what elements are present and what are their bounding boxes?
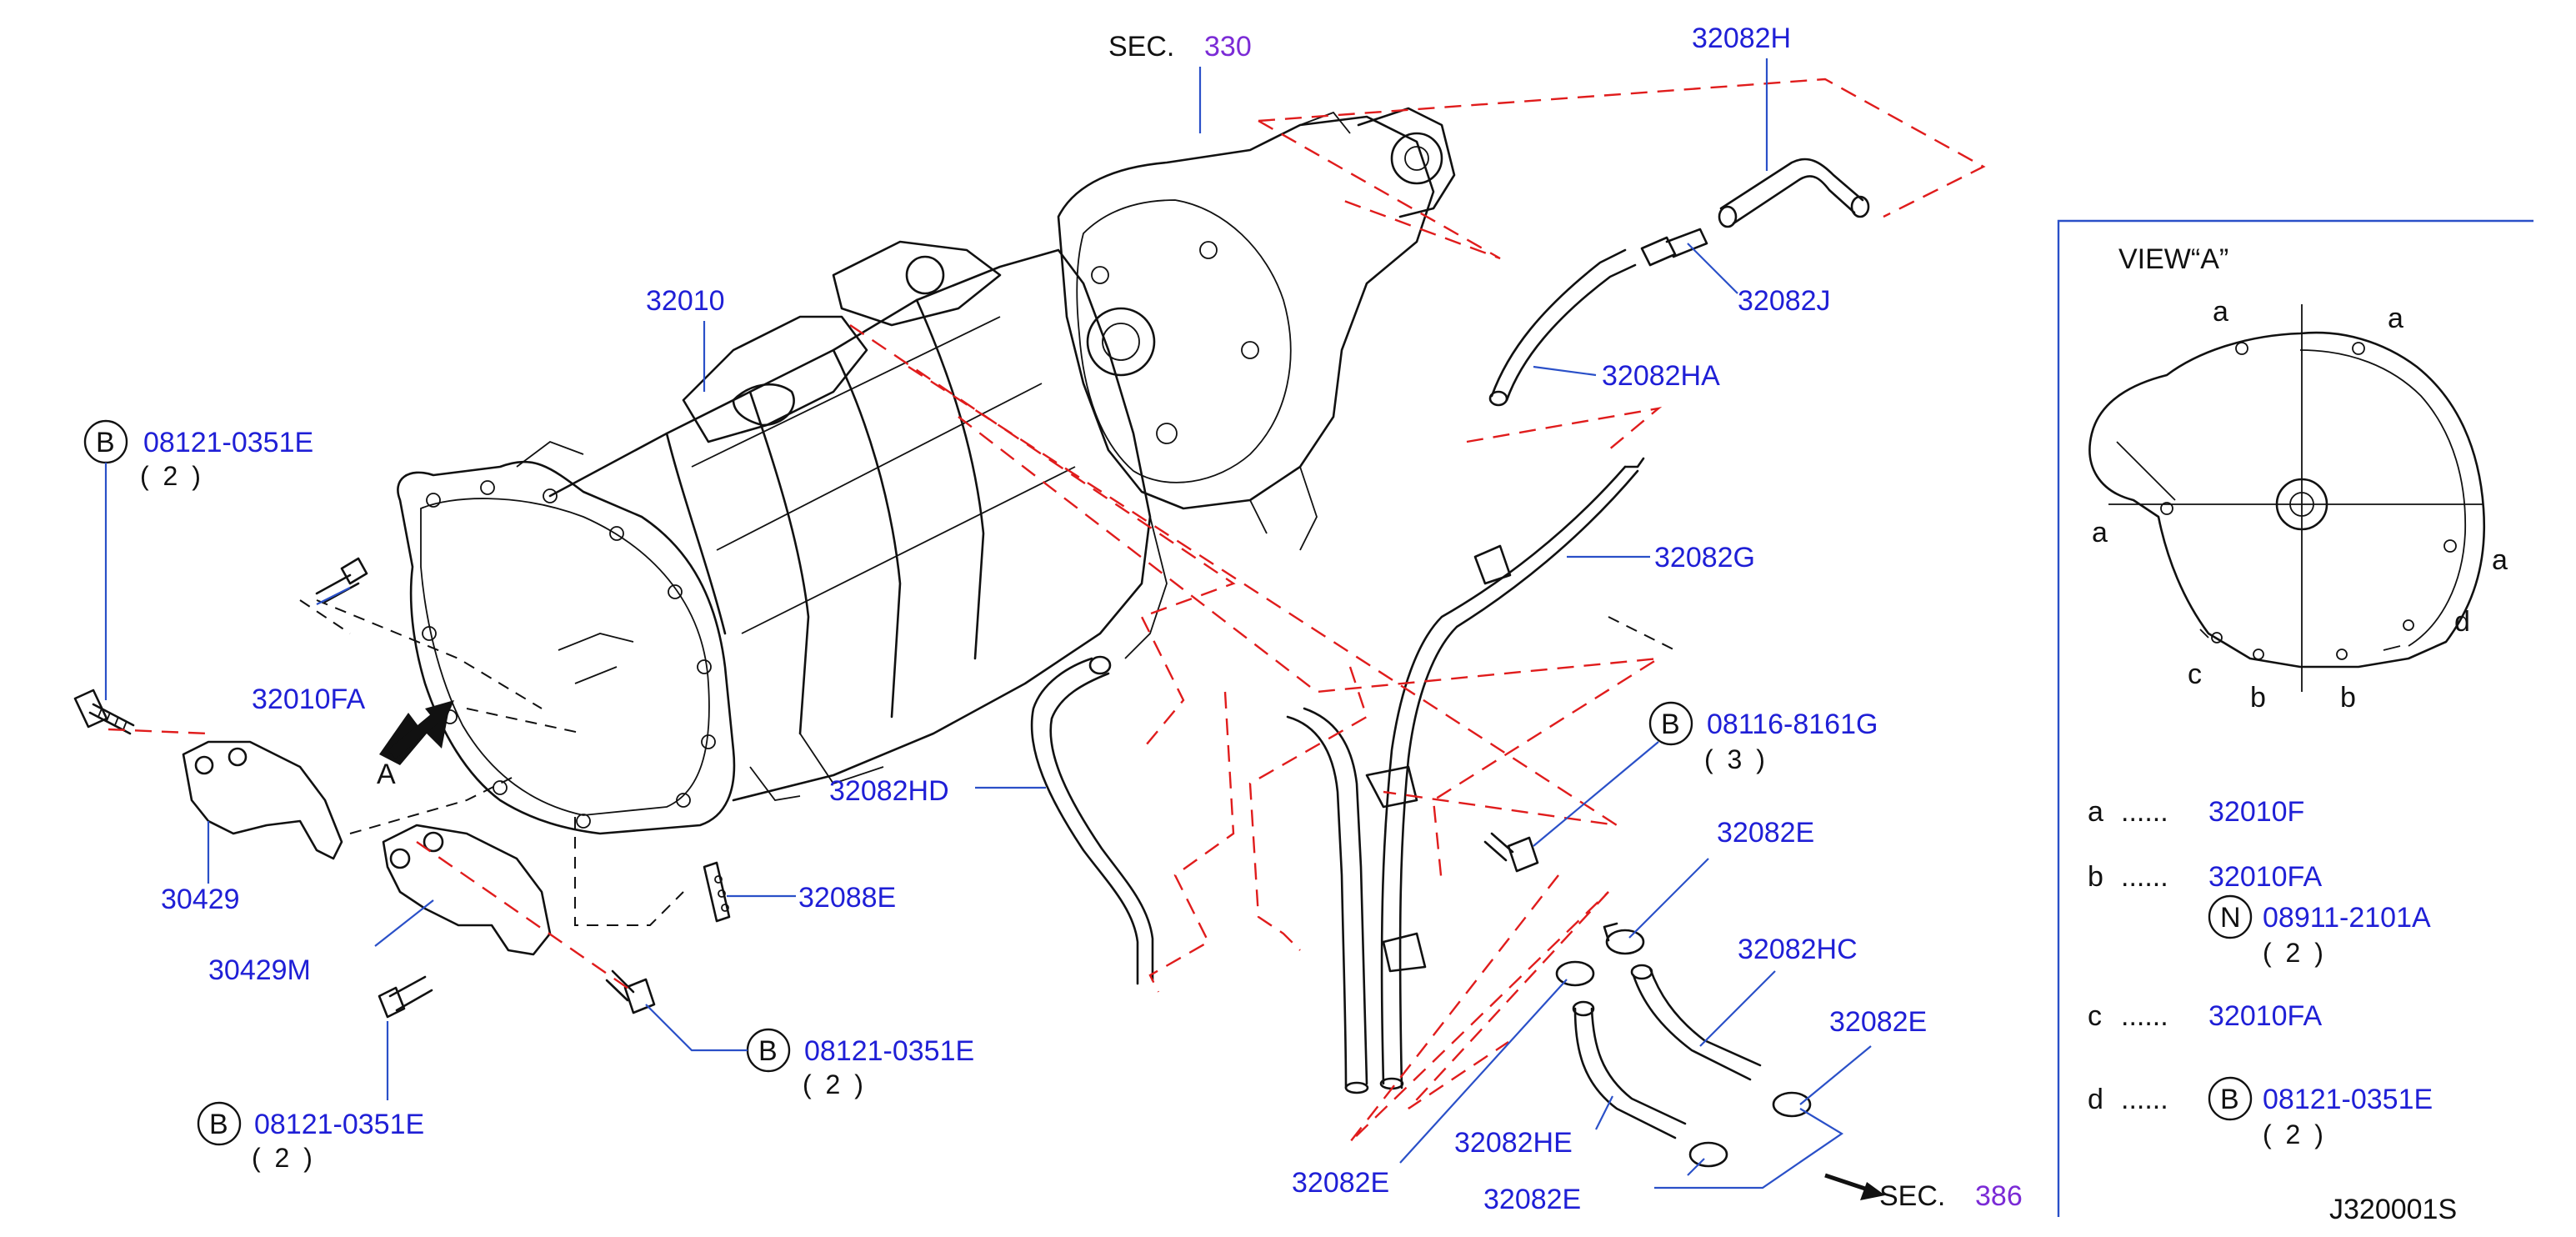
diagram-code: J320001S xyxy=(2329,1194,2457,1225)
label-32082ha[interactable]: 32082HA xyxy=(1602,360,1720,392)
legend-c-key: c xyxy=(2088,1000,2102,1032)
bolt-mid-drawing xyxy=(605,969,656,1014)
label-32082hd[interactable]: 32082HD xyxy=(829,775,949,807)
bolt-3-qty: ( 2 ) xyxy=(803,1069,867,1099)
section-ref-top: SEC. 330 xyxy=(1108,31,1252,133)
bolt-3-code[interactable]: 08121-0351E xyxy=(804,1035,974,1067)
pipe-32082g-drawing xyxy=(1380,457,1645,1089)
transmission-assembly-drawing xyxy=(397,107,1456,835)
legend-a-dots: ...... xyxy=(2121,796,2168,828)
view-a-point-b1: b xyxy=(2250,682,2266,714)
legend-b-part[interactable]: 32010FA xyxy=(2208,861,2322,893)
legend-b-dots: ...... xyxy=(2121,861,2168,893)
bolt-left-drawing xyxy=(73,689,135,735)
connector-32082j-drawing xyxy=(1640,228,1708,267)
section-top-number: 330 xyxy=(1204,31,1252,63)
pipe-lower-drawing xyxy=(1286,707,1427,1094)
bolt-callout-4: B 08121-0351E ( 2 ) xyxy=(197,1021,424,1173)
view-a-point-a3: a xyxy=(2092,517,2108,548)
bolt-2-code[interactable]: 08116-8161G xyxy=(1707,709,1878,740)
view-a-title: VIEW“A” xyxy=(2118,243,2228,275)
clamps-32082e-drawing xyxy=(1555,922,1812,1168)
view-a-point-c: c xyxy=(2188,659,2202,690)
dashed-link-lines xyxy=(108,78,1986,1143)
legend-a-key: a xyxy=(2088,796,2103,828)
view-a-panel: VIEW“A” a a a a c b b d a . xyxy=(2057,219,2533,1225)
bolt-lower-drawing xyxy=(378,975,433,1019)
label-32082g[interactable]: 32082G xyxy=(1654,542,1755,573)
legend-b-symbol: N xyxy=(2220,902,2241,934)
bolt-upper-drawing xyxy=(315,557,368,603)
view-a-housing-drawing xyxy=(2088,304,2485,692)
label-32082he[interactable]: 32082HE xyxy=(1454,1127,1573,1159)
label-32082e-1[interactable]: 32082E xyxy=(1717,817,1814,849)
label-30429m[interactable]: 30429M xyxy=(208,954,311,986)
legend-d-dots: ...... xyxy=(2121,1084,2168,1115)
bolt-right-drawing xyxy=(1483,832,1539,873)
hose-32082hc-drawing xyxy=(1630,964,1762,1081)
clip-32088e-drawing xyxy=(703,861,731,923)
section-top-label: SEC. xyxy=(1108,31,1174,63)
label-32088e[interactable]: 32088E xyxy=(798,882,896,914)
view-a-point-a2: a xyxy=(2388,303,2403,334)
bolt-4-code[interactable]: 08121-0351E xyxy=(254,1109,424,1140)
hose-32082hd-drawing xyxy=(1030,655,1154,985)
label-30429[interactable]: 30429 xyxy=(161,884,240,915)
view-a-arrow: A xyxy=(377,700,454,790)
view-a-point-d: d xyxy=(2454,606,2470,638)
bracket-30429m-drawing xyxy=(382,824,552,956)
section-bottom-number: 386 xyxy=(1975,1180,2023,1212)
bolt-4-qty: ( 2 ) xyxy=(252,1143,316,1173)
legend-b-code[interactable]: 08911-2101A xyxy=(2263,902,2431,934)
bolt-callout-1: B 08121-0351E ( 2 ) xyxy=(83,419,313,700)
hose-32082he-drawing xyxy=(1572,1000,1687,1139)
label-32082e-4[interactable]: 32082E xyxy=(1483,1184,1581,1215)
legend-d-qty: ( 2 ) xyxy=(2263,1119,2327,1149)
label-32082j[interactable]: 32082J xyxy=(1738,285,1831,317)
label-32082h[interactable]: 32082H xyxy=(1692,23,1791,54)
section-ref-bottom: SEC. 386 xyxy=(1824,1173,2023,1212)
bolt-callout-3: B 08121-0351E ( 2 ) xyxy=(645,1004,974,1099)
legend-c-part[interactable]: 32010FA xyxy=(2208,1000,2322,1032)
label-32082hc[interactable]: 32082HC xyxy=(1738,934,1858,965)
view-a-point-a1: a xyxy=(2213,296,2228,328)
hose-32082h-drawing xyxy=(1718,158,1870,228)
legend-b-qty: ( 2 ) xyxy=(2263,938,2327,968)
label-32082e-3[interactable]: 32082E xyxy=(1292,1167,1389,1199)
bolt-1-code[interactable]: 08121-0351E xyxy=(143,427,313,458)
label-32010fa[interactable]: 32010FA xyxy=(252,684,365,715)
bolt-4-symbol: B xyxy=(209,1109,228,1140)
section-bottom-label: SEC. xyxy=(1879,1180,1945,1212)
part-labels: 32010 32082H 32082J 32082HA 32082G 32010… xyxy=(161,23,1927,1215)
bracket-30429-drawing xyxy=(182,740,343,860)
legend-c-dots: ...... xyxy=(2121,1000,2168,1032)
label-32010[interactable]: 32010 xyxy=(646,285,725,317)
bolt-3-symbol: B xyxy=(758,1035,778,1067)
legend-a-part[interactable]: 32010F xyxy=(2208,796,2304,828)
view-a-point-b2: b xyxy=(2340,682,2356,714)
hose-32082ha-drawing xyxy=(1488,248,1637,407)
legend-d-symbol: B xyxy=(2220,1084,2239,1115)
view-a-point-a4: a xyxy=(2492,544,2508,576)
legend-d-code[interactable]: 08121-0351E xyxy=(2263,1084,2433,1115)
view-a-legend: a ...... 32010F b ...... 32010FA N 08911… xyxy=(2088,796,2433,1149)
legend-b-key: b xyxy=(2088,861,2103,893)
label-32082e-2[interactable]: 32082E xyxy=(1829,1006,1927,1038)
bolt-2-qty: ( 3 ) xyxy=(1704,744,1768,774)
bolt-callout-2: B 08116-8161G ( 3 ) xyxy=(1533,701,1878,847)
bolt-1-symbol: B xyxy=(96,427,115,458)
bolt-1-qty: ( 2 ) xyxy=(140,461,204,491)
view-arrow-label: A xyxy=(377,759,396,790)
legend-d-key: d xyxy=(2088,1084,2103,1115)
bolt-2-symbol: B xyxy=(1661,709,1680,740)
